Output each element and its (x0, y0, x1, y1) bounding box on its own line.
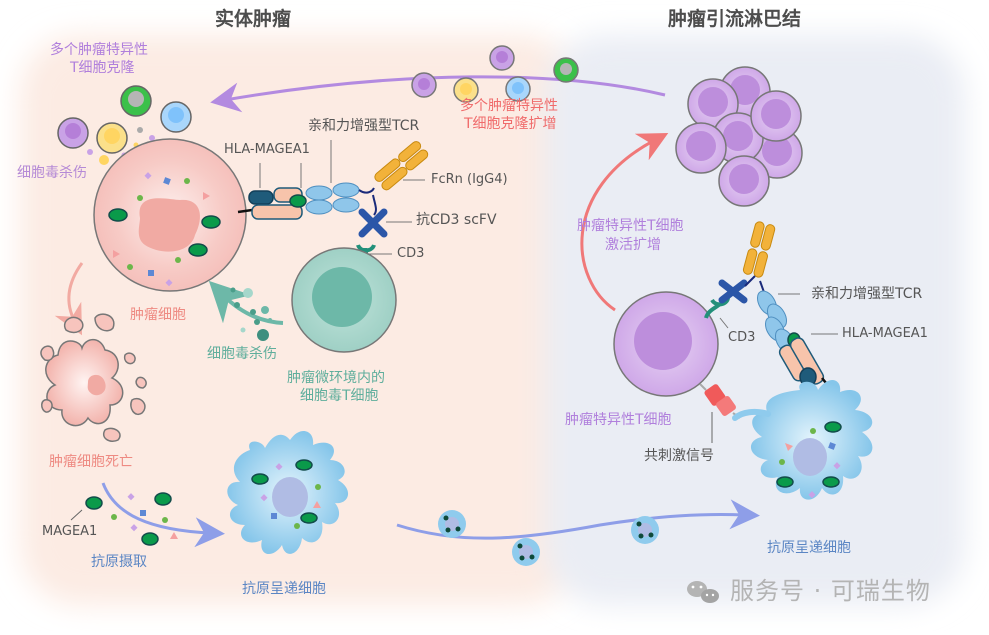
cd3-label-right: CD3 (728, 330, 756, 345)
activation-label-2: 激活扩增 (605, 237, 661, 253)
activation-label-1: 肿瘤特异性T细胞 (577, 218, 684, 234)
hla-label-right: HLA-MAGEA1 (842, 326, 928, 341)
migrating-tcells (411, 45, 579, 103)
cd3-label-left: CD3 (397, 246, 425, 261)
tcr-complex-left (237, 141, 429, 266)
tcell-cluster (675, 66, 803, 207)
cytotoxic-kill-label-teal: 细胞毒杀伤 (207, 346, 277, 362)
left-panel-title: 实体肿瘤 (215, 8, 292, 30)
apc-cell-right (732, 380, 873, 500)
fcrn-label: FcRn (IgG4) (431, 172, 508, 187)
clone-migration-arrow (210, 75, 666, 113)
apc-label-left: 抗原呈递细胞 (242, 581, 326, 597)
tumor-cell-label: 肿瘤细胞 (130, 307, 186, 323)
tme-cytotoxic-tcell (291, 247, 397, 353)
tumor-death-label: 肿瘤细胞死亡 (49, 454, 133, 470)
apc-label-right: 抗原呈递细胞 (767, 540, 851, 556)
tumor-specific-tcell (613, 291, 719, 397)
multi-clone-label-1: 多个肿瘤特异性 (50, 42, 148, 58)
specific-tcell-label: 肿瘤特异性T细胞 (565, 412, 672, 428)
tme-tcell-label-1: 肿瘤微环境内的 (287, 370, 385, 386)
antigen-uptake-label: 抗原摄取 (91, 554, 147, 570)
activation-arrow (580, 133, 669, 312)
clone-expansion-label-1: 多个肿瘤特异性 (460, 98, 558, 114)
migrating-apcs (438, 510, 659, 566)
tumor-cell (93, 138, 247, 292)
right-panel-title: 肿瘤引流淋巴结 (668, 8, 802, 30)
dying-tumor-cell (40, 313, 147, 442)
leader-lines (259, 140, 838, 335)
tme-tcell-label-2: 细胞毒T细胞 (300, 388, 379, 404)
wechat-icon (687, 581, 719, 603)
clone-expansion-label-2: T细胞克隆扩增 (464, 116, 557, 132)
apc-cell-left (227, 430, 349, 555)
anti-cd3-label: 抗CD3 scFV (416, 212, 497, 228)
cytotoxic-kill-label-top: 细胞毒杀伤 (17, 165, 87, 181)
watermark-text: 服务号 · 可瑞生物 (730, 577, 931, 605)
tcell-clones-left (57, 85, 192, 165)
tcr-label-left: 亲和力增强型TCR (308, 118, 420, 134)
antigen-uptake (70, 482, 225, 548)
multi-clone-label-2: T细胞克隆 (70, 60, 135, 76)
teal-kill-arrow (208, 280, 284, 341)
hla-label-left: HLA-MAGEA1 (224, 142, 310, 157)
tcr-complex-right (704, 221, 831, 389)
costim-label: 共刺激信号 (644, 448, 714, 464)
tcr-label-right: 亲和力增强型TCR (811, 286, 923, 302)
magea1-label: MAGEA1 (42, 524, 98, 539)
